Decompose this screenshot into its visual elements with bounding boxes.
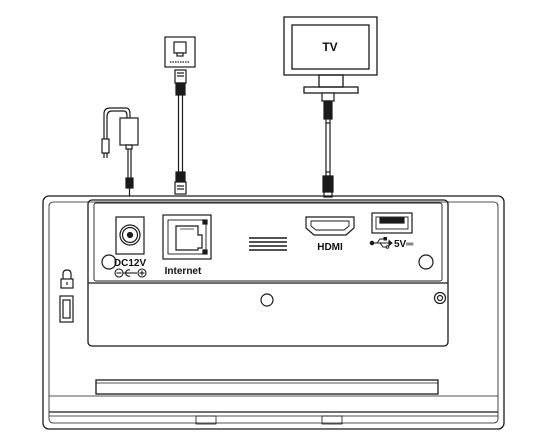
tv-screen-inner xyxy=(291,24,370,70)
lock-icon xyxy=(60,269,74,289)
port-panel-inner xyxy=(93,202,443,282)
tv-neck xyxy=(318,74,344,88)
ac-plug xyxy=(101,138,110,154)
rj45-top-boot xyxy=(175,82,186,96)
device-body xyxy=(42,195,505,430)
usb-port-label: 5V═ xyxy=(394,239,414,250)
internet-port-label: Internet xyxy=(165,266,202,277)
hdmi-bottom-plug xyxy=(323,191,333,198)
power-adapter xyxy=(101,107,139,196)
center-screw-hole xyxy=(260,293,274,307)
dc-plug xyxy=(125,177,134,189)
device-outer-shell xyxy=(42,195,505,430)
security-slot[interactable] xyxy=(59,295,74,323)
right-indicator-hole xyxy=(418,254,434,270)
ethernet-port[interactable] xyxy=(162,214,212,260)
dc-polarity-icon xyxy=(114,268,147,278)
hdmi-bottom-connector xyxy=(322,175,334,193)
usb-port[interactable] xyxy=(371,212,413,234)
tv-base xyxy=(303,86,359,94)
wall-jack-port xyxy=(173,41,187,54)
usb-icon xyxy=(369,237,393,249)
hdmi-top-plug xyxy=(321,92,335,102)
tv-label: TV xyxy=(322,40,337,54)
dc-port-label: DC12V xyxy=(114,258,147,269)
port-panel xyxy=(87,199,449,347)
power-brick xyxy=(119,117,139,146)
hdmi-port[interactable] xyxy=(305,216,355,236)
network-cable xyxy=(164,36,196,195)
tv-monitor xyxy=(283,16,378,94)
hdmi-port-label: HDMI xyxy=(317,242,343,253)
activity-led xyxy=(202,249,208,255)
hdmi-cable xyxy=(321,92,335,198)
rj45-bottom-plug xyxy=(174,181,187,195)
speaker-grille xyxy=(249,237,287,251)
dc-power-port[interactable] xyxy=(115,216,145,255)
link-led xyxy=(202,219,208,225)
right-screw xyxy=(433,291,447,305)
device-stand xyxy=(95,379,439,395)
rj45-bottom-boot xyxy=(175,171,186,183)
left-indicator-hole xyxy=(101,254,117,270)
hdmi-top-connector xyxy=(323,100,333,120)
